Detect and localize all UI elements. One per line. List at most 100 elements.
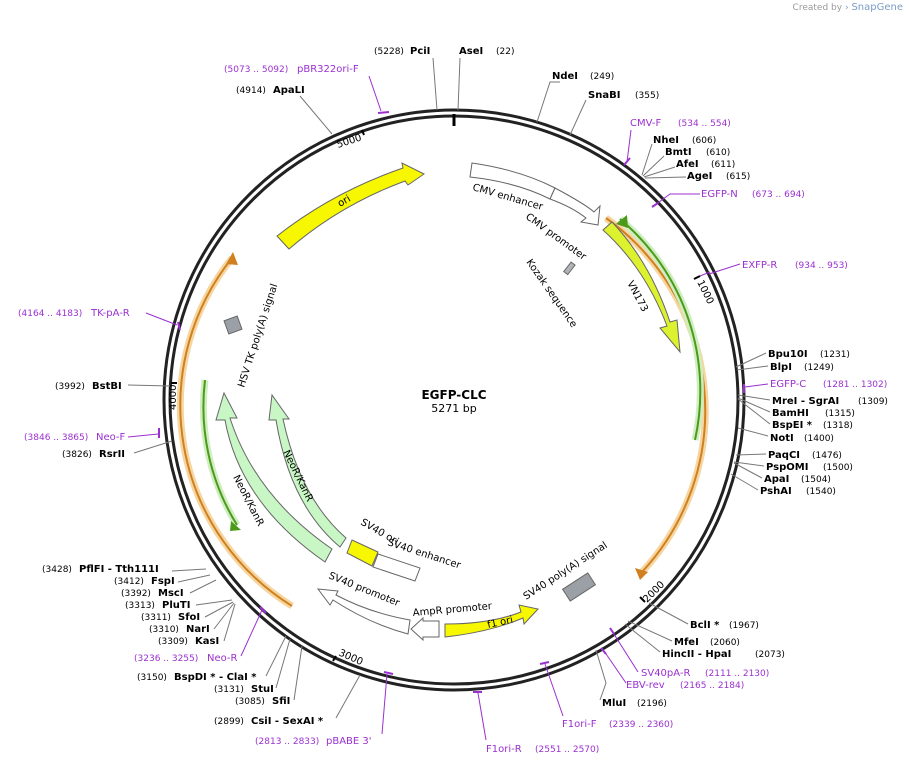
site-nari[interactable]: NarI [186, 624, 210, 635]
primer-f1ori-r[interactable]: F1ori-R [486, 744, 522, 755]
site-leader-pshai [730, 473, 759, 491]
site-pos-mlui: (2196) [637, 699, 667, 709]
site-pos-mfei: (2060) [710, 638, 740, 648]
site-stui[interactable]: StuI [251, 684, 274, 695]
site-bspei[interactable]: BspEI * [772, 420, 813, 431]
primer-cmv-f[interactable]: CMV-F [630, 118, 661, 129]
site-msci[interactable]: MscI [158, 588, 184, 599]
site-leader-nari [213, 602, 235, 630]
site-apali[interactable]: ApaLI [273, 85, 305, 96]
site-ndei[interactable]: NdeI [552, 71, 578, 82]
site-sfii[interactable]: SfiI [272, 696, 290, 707]
site-leader-bspei [737, 398, 771, 425]
site-leader-mrei [737, 394, 771, 401]
primer-egfp-c[interactable]: EGFP-C [770, 379, 806, 390]
site-pos-mrei-sgrai: (1309) [858, 397, 888, 407]
tick-3000 [332, 655, 337, 662]
primer-range-pbr322ori-f: (5073 .. 5092) [224, 65, 288, 75]
feature-cmv-promoter[interactable] [549, 187, 601, 226]
primer-exfp-r[interactable]: EXFP-R [742, 260, 777, 271]
site-leader-bmti [642, 155, 665, 177]
site-snabi[interactable]: SnaBI [588, 90, 620, 101]
site-pcii[interactable]: PciI [410, 46, 430, 57]
primer-range-tk-pa-r: (4164 .. 4183) [18, 309, 82, 319]
primer-tk-pa-r[interactable]: TK-pA-R [90, 308, 130, 319]
feature-sv40-enhancer[interactable] [372, 553, 421, 582]
site-leader-kasi [223, 603, 236, 642]
brand-created-by: Created by [792, 3, 843, 13]
feature-neor-kanr-inner[interactable] [268, 393, 347, 548]
feature-hsv-tk-polya-signal[interactable] [223, 315, 243, 335]
site-pshai[interactable]: PshAI [760, 486, 792, 497]
site-mfei[interactable]: MfeI [674, 637, 699, 648]
site-pos-blpi: (1249) [804, 363, 834, 373]
primer-range-pbabe-3: (2813 .. 2833) [255, 737, 319, 747]
primer-neo-f[interactable]: Neo-F [96, 432, 126, 443]
site-blpi[interactable]: BlpI [770, 362, 792, 373]
site-leader-asei [457, 57, 461, 111]
site-bcli[interactable]: BclI * [690, 620, 720, 631]
site-asei[interactable]: AseI [459, 46, 483, 57]
feature-f1-ori[interactable] [444, 604, 539, 638]
site-sfoi[interactable]: SfoI [178, 612, 200, 623]
site-agei[interactable]: AgeI [687, 171, 712, 182]
site-pos-bcli: (1967) [729, 621, 759, 631]
feature-kozak-sequence[interactable] [563, 261, 576, 276]
site-csii-sexai[interactable]: CsiI - SexAI * [251, 716, 324, 727]
site-leader-nhei [641, 143, 653, 176]
site-pluti[interactable]: PluTI [162, 600, 190, 611]
site-leader-blpi [736, 365, 769, 371]
site-leader-fspi [177, 574, 211, 583]
site-bstbi[interactable]: BstBI [92, 381, 122, 392]
site-pos-pshai: (1540) [806, 487, 836, 497]
site-bpu10i[interactable]: Bpu10I [768, 349, 808, 360]
site-paqci[interactable]: PaqCI [768, 450, 800, 461]
tick-label-5000: 5000 [336, 133, 364, 151]
primer-ebv-rev[interactable]: EBV-rev [626, 680, 665, 691]
site-pos-agei: (615) [726, 172, 750, 182]
primer-sv40pa-r[interactable]: SV40pA-R [641, 668, 690, 679]
orf-arc-right-orange-head [635, 568, 648, 580]
feature-sv40-promoter[interactable] [316, 588, 411, 635]
site-leader-pspomi [733, 461, 765, 467]
site-fspi[interactable]: FspI [151, 576, 175, 587]
feature-label-ampr-promoter: AmpR promoter [412, 601, 493, 619]
site-leader-pcii [432, 57, 438, 111]
site-bspdi-clai[interactable]: BspDI * - ClaI * [174, 672, 257, 683]
sites-left: (5228) PciI AseI (22) (4914) ApaLI (3992… [42, 46, 514, 727]
primer-neo-r[interactable]: Neo-R [207, 653, 238, 664]
plasmid-name: EGFP-CLC [421, 388, 487, 402]
snapgene-brand[interactable]: Created by › SnapGene [793, 2, 903, 13]
site-pos-nhei: (606) [692, 136, 716, 146]
feature-label-cmv-promoter: CMV promoter [523, 212, 588, 264]
feature-sv40-ori[interactable] [346, 539, 379, 567]
site-nhei[interactable]: NheI [653, 135, 679, 146]
site-afei[interactable]: AfeI [676, 159, 699, 170]
primer-pbr322ori-f[interactable]: pBR322ori-F [297, 64, 359, 75]
site-rsrii[interactable]: RsrII [99, 449, 125, 460]
site-pflfi-tth111i[interactable]: PflFI - Tth111I [79, 564, 159, 575]
site-pspomi[interactable]: PspOMI [766, 462, 808, 473]
primer-f1ori-f[interactable]: F1ori-F [562, 719, 597, 730]
site-hincii-hpai[interactable]: HincII - HpaI [662, 649, 731, 660]
primer-egfp-n[interactable]: EGFP-N [701, 189, 738, 200]
site-mrei-sgrai[interactable]: MreI - SgrAI [772, 396, 839, 407]
site-apai[interactable]: ApaI [764, 474, 789, 485]
primer-leader-cmv-f [626, 129, 632, 163]
site-kasi[interactable]: KasI [195, 636, 219, 647]
feature-ampr-promoter[interactable] [410, 616, 440, 642]
feature-neor-kanr-outer[interactable] [215, 391, 333, 563]
site-noti[interactable]: NotI [770, 433, 794, 444]
primer-mark-pbr322ori-f [377, 111, 390, 114]
site-mlui[interactable]: MluI [602, 698, 626, 709]
feature-sv40-polya-signal[interactable] [561, 572, 597, 602]
site-leader-afei [643, 166, 676, 178]
feature-vn173[interactable] [602, 221, 681, 354]
primer-leader-ebv-rev [603, 650, 627, 684]
site-pos-csii: (2899) [214, 717, 244, 727]
site-bmti[interactable]: BmtI [665, 147, 692, 158]
primer-range-egfp-c: (1281 .. 1302) [823, 380, 887, 390]
site-bamhi[interactable]: BamHI [772, 408, 809, 419]
primer-pbabe-3[interactable]: pBABE 3' [326, 736, 372, 747]
feature-ori[interactable] [276, 162, 425, 250]
